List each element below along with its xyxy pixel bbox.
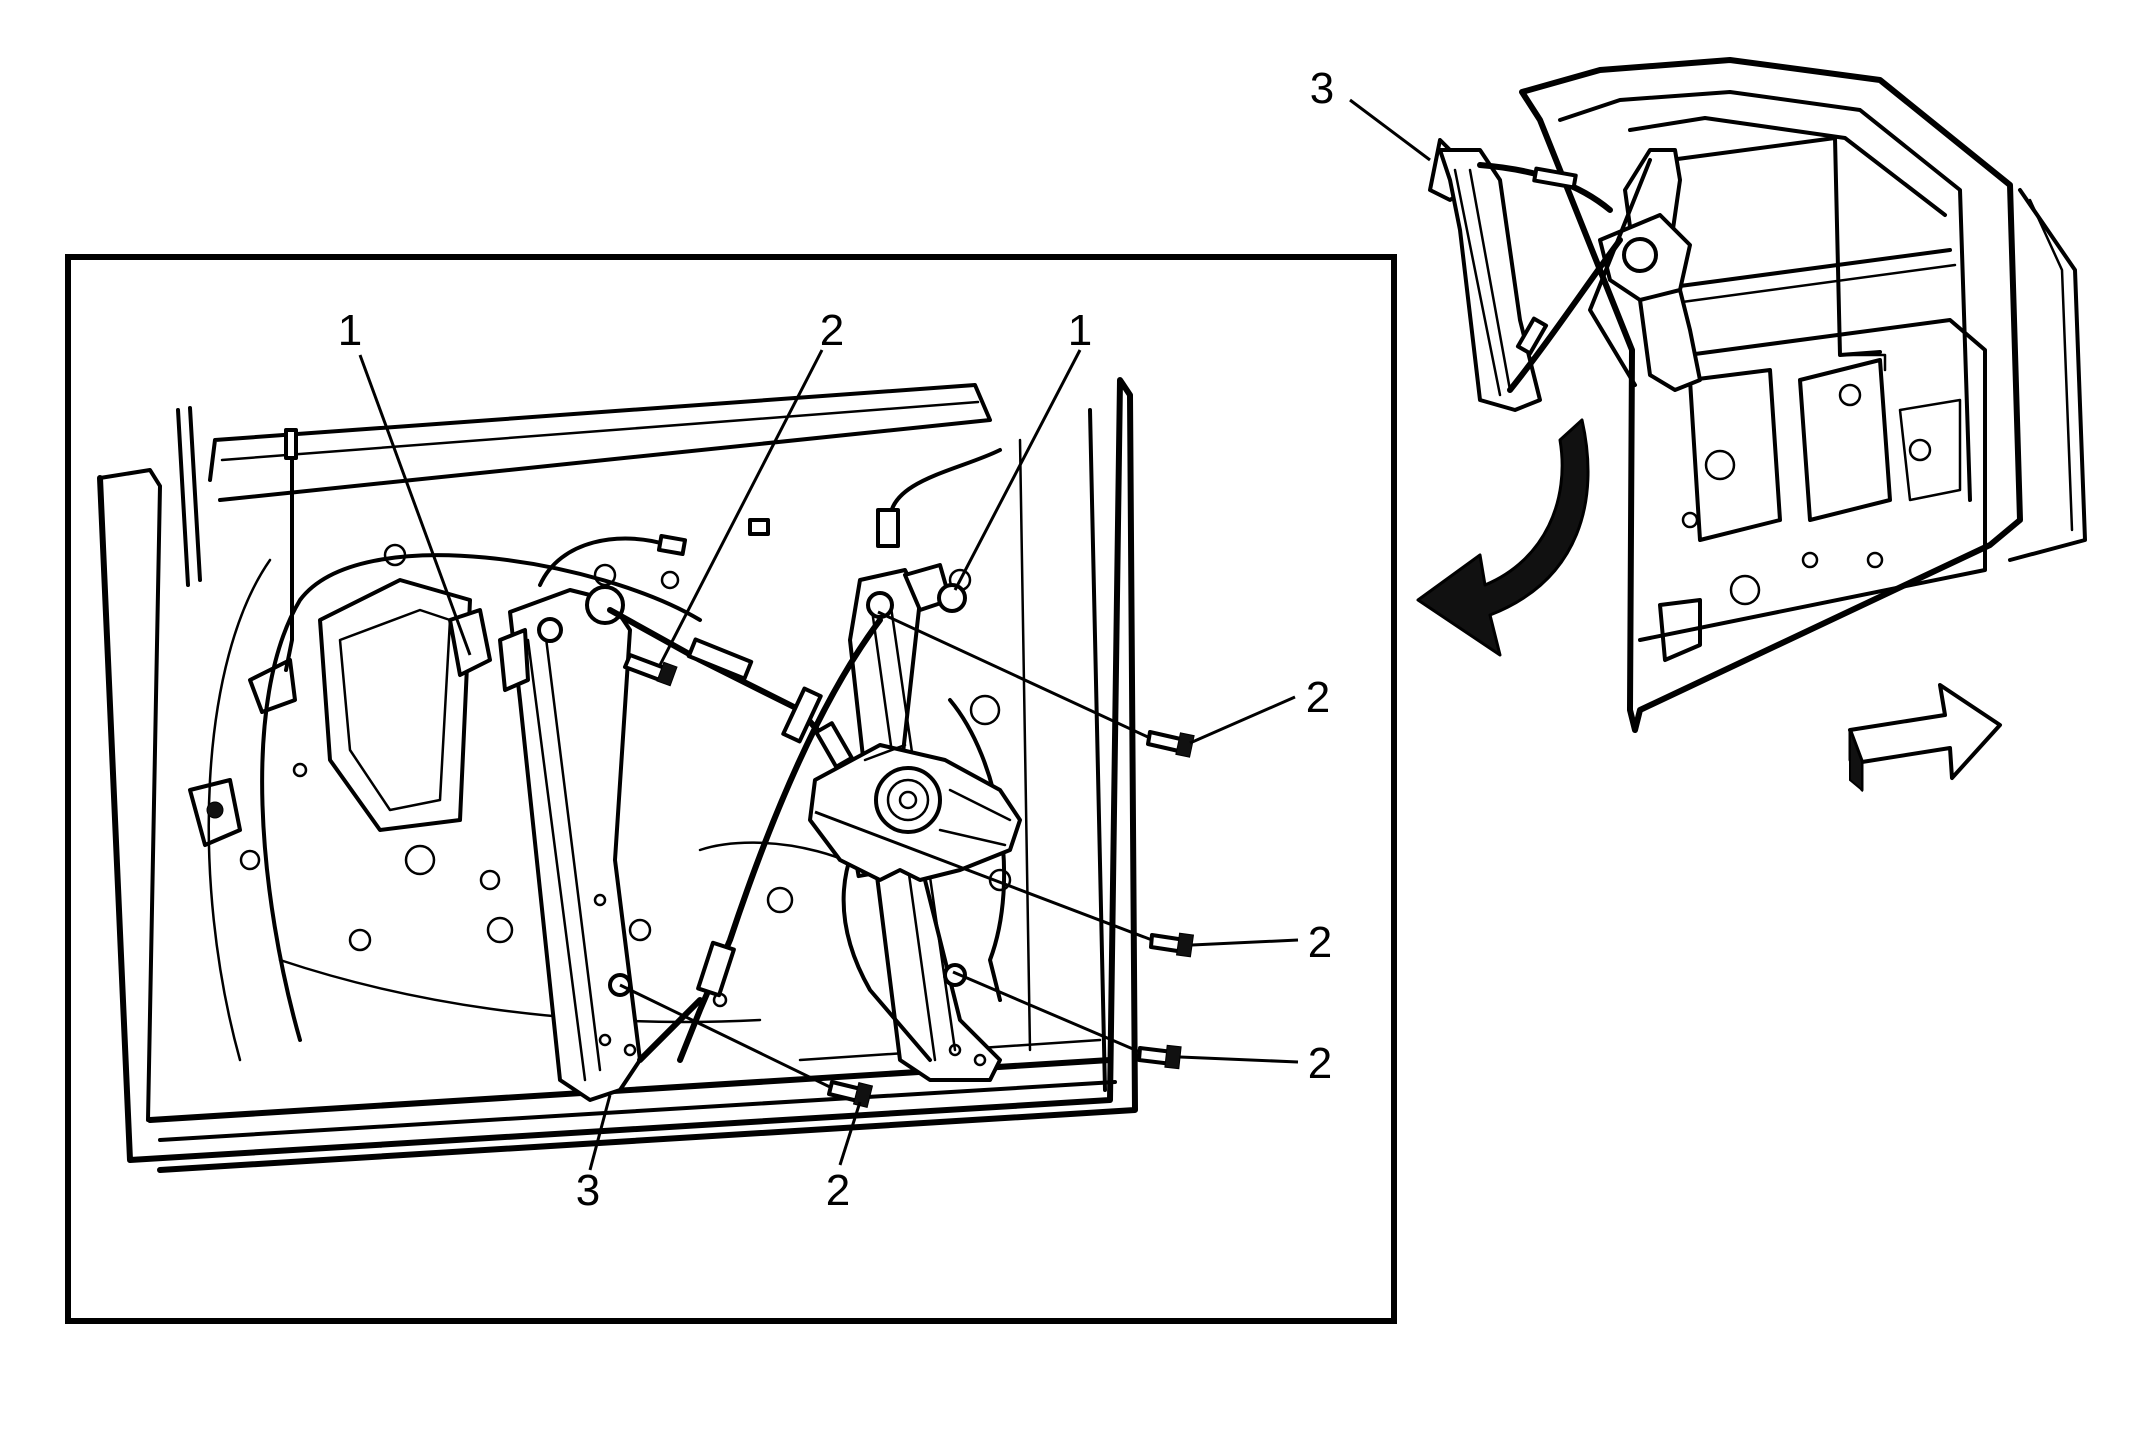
overview-door [1519, 57, 2087, 733]
leader-lines [358, 349, 1299, 1171]
removal-direction-arrow-icon [1416, 418, 1590, 657]
callout-2-middle-right: 2 [1308, 918, 1332, 967]
front-of-vehicle-arrow-icon [1848, 683, 2002, 793]
callout-3-bottom: 3 [576, 1166, 600, 1215]
bolt-lower-right [1137, 1044, 1182, 1070]
window-regulator-assembly [448, 563, 1022, 1102]
callout-2-upper-right: 2 [1306, 673, 1330, 722]
bolt-top-center [623, 653, 678, 687]
callout-2-lower-right: 2 [1308, 1039, 1332, 1088]
callout-1-right: 1 [1068, 306, 1092, 355]
callout-1-left: 1 [338, 306, 362, 355]
bolt-upper-right [1146, 730, 1195, 758]
callout-3-overview: 3 [1310, 64, 1334, 113]
bolt-bottom-center [827, 1080, 874, 1108]
callout-2-top: 2 [820, 306, 844, 355]
callout-2-bottom: 2 [826, 1166, 850, 1215]
detail-view-frame [65, 254, 1397, 1324]
overview-removed-regulator [1428, 138, 1623, 412]
bolt-middle-right [1149, 932, 1195, 958]
